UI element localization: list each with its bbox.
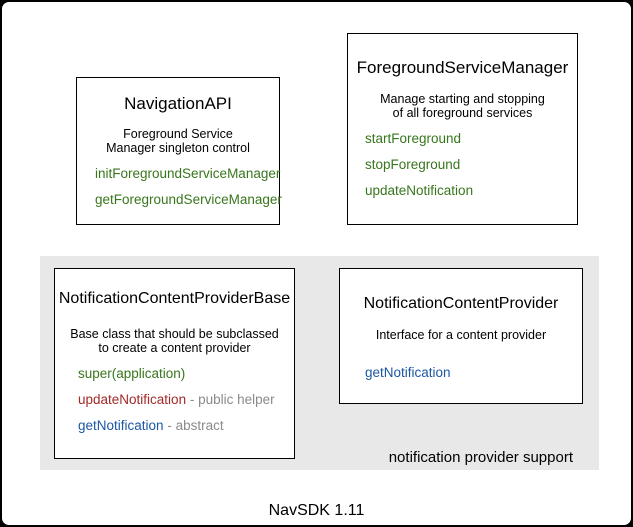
method-name: super(application) xyxy=(78,366,186,381)
description-line: Manager singleton control xyxy=(106,141,250,155)
method-list: startForeground stopForeground updateNot… xyxy=(348,132,577,198)
method-stopForeground: stopForeground xyxy=(365,157,461,172)
method-list: getNotification xyxy=(340,366,582,380)
class-description: Base class that should be subclassed to … xyxy=(55,327,294,355)
class-title-notification-content-provider: NotificationContentProvider xyxy=(363,295,559,312)
method-list: initForegroundServiceManager getForegrou… xyxy=(77,166,282,207)
method-name: updateNotification xyxy=(78,392,187,407)
method-super-application: super(application) xyxy=(78,367,294,381)
class-title-navigation-api: NavigationAPI xyxy=(124,94,232,113)
method-getNotification: getNotification xyxy=(365,365,451,380)
method-updateNotification: updateNotification xyxy=(365,183,474,198)
description-line: Foreground Service xyxy=(123,127,233,141)
class-box-navigation-api: NavigationAPI Foreground Service Manager… xyxy=(76,77,282,225)
method-startForeground: startForeground xyxy=(365,131,462,146)
description-line: Interface for a content provider xyxy=(375,328,547,342)
class-title-foreground-service-manager: ForegroundServiceManager xyxy=(356,58,569,77)
method-annotation: - abstract xyxy=(167,418,224,433)
class-title-notification-content-provider-base: NotificationContentProviderBase xyxy=(58,290,291,307)
description-line: to create a content provider xyxy=(98,341,251,355)
method-getNotification: getNotification - abstract xyxy=(78,419,294,433)
class-box-foreground-service-manager: ForegroundServiceManager Manage starting… xyxy=(347,33,578,225)
diagram-footer-version: NavSDK 1.11 xyxy=(268,502,365,519)
method-annotation: - public helper xyxy=(189,392,275,407)
description-line: of all foreground services xyxy=(392,106,533,120)
method-initForegroundServiceManager: initForegroundServiceManager xyxy=(95,166,281,181)
method-updateNotification: updateNotification - public helper xyxy=(78,393,294,407)
class-box-notification-content-provider: NotificationContentProvider Interface fo… xyxy=(339,268,583,404)
class-description: Manage starting and stopping of all fore… xyxy=(348,92,577,120)
class-description: Foreground Service Manager singleton con… xyxy=(77,127,279,155)
method-list: super(application) updateNotification - … xyxy=(55,367,294,433)
description-line: Base class that should be subclassed xyxy=(70,327,279,341)
class-box-notification-content-provider-base: NotificationContentProviderBase Base cla… xyxy=(54,268,295,459)
group-label-notification-provider-support: notification provider support xyxy=(388,449,573,466)
method-getForegroundServiceManager: getForegroundServiceManager xyxy=(95,192,282,207)
method-name: getNotification xyxy=(78,418,164,433)
class-description: Interface for a content provider xyxy=(340,328,582,342)
description-line: Manage starting and stopping xyxy=(380,92,545,106)
